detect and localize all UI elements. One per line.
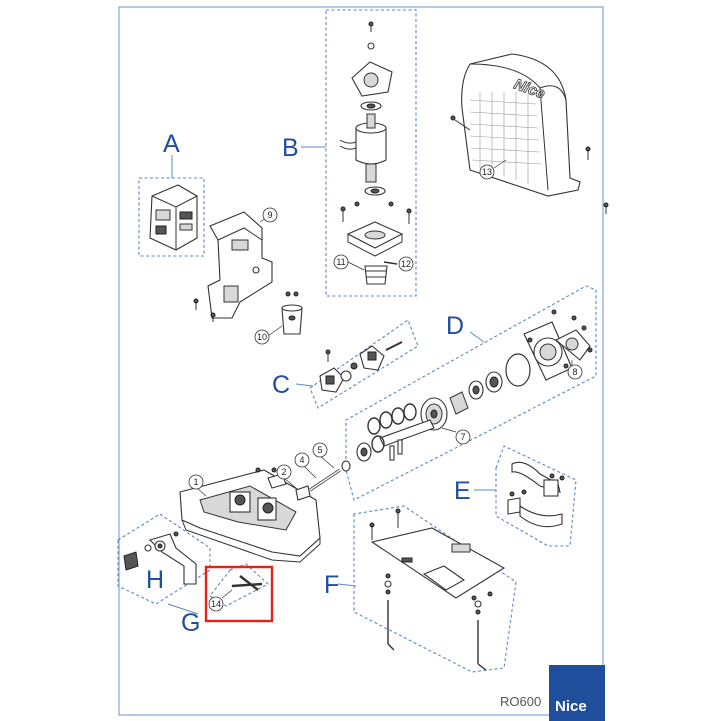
- group-e-frame: [495, 445, 577, 547]
- callout-7: 7: [460, 432, 465, 442]
- callout-10: 10: [257, 332, 267, 342]
- group-e: E: [454, 445, 577, 547]
- group-c-label: C: [272, 371, 290, 399]
- group-b-frame: [325, 9, 417, 297]
- group-d: D: [345, 285, 597, 501]
- callout-2: 2: [281, 467, 286, 477]
- callout-13: 13: [482, 167, 492, 177]
- brand-logo: Nice: [549, 665, 605, 721]
- callout-8: 8: [572, 367, 577, 377]
- release-lever-part-14: [204, 563, 274, 623]
- brand-logo-text: Nice: [555, 698, 587, 715]
- group-a-label: A: [163, 130, 180, 158]
- callout-12: 12: [401, 259, 411, 269]
- bracket-part-9: [193, 211, 273, 322]
- group-g-label: G: [181, 609, 200, 637]
- capacitor-part-10: [281, 291, 303, 335]
- group-h-label: H: [146, 566, 164, 594]
- callout-5: 5: [317, 445, 322, 455]
- group-d-label: D: [446, 312, 464, 340]
- outer-frame: [118, 6, 604, 716]
- group-b: B: [282, 9, 417, 297]
- shaft-parts-2-3-5: [295, 460, 351, 501]
- body-part-1: [179, 467, 321, 563]
- group-f-frame: [353, 505, 517, 673]
- group-e-label: E: [454, 477, 471, 505]
- model-code: RO600: [500, 694, 542, 709]
- callout-9: 9: [267, 210, 272, 220]
- group-c-frame: [309, 319, 419, 409]
- callout-11: 11: [336, 257, 345, 267]
- group-c: C: [272, 319, 419, 409]
- group-a: A: [138, 130, 205, 257]
- highlight-box: [204, 565, 274, 623]
- group-h: H: [117, 513, 211, 605]
- callout-1: 1: [193, 477, 198, 487]
- callout-4: 4: [299, 455, 304, 465]
- group-f: F: [324, 505, 517, 673]
- cover-part-13: Nice: [450, 53, 609, 214]
- callout-14: 14: [211, 599, 221, 609]
- group-b-label: B: [282, 134, 299, 162]
- group-f-label: F: [324, 571, 339, 599]
- group-d-frame: [345, 285, 597, 501]
- group-h-frame: [117, 513, 211, 605]
- part-callouts: 1 2 4 5 7 8 9 10 11 12 13 14: [188, 159, 583, 612]
